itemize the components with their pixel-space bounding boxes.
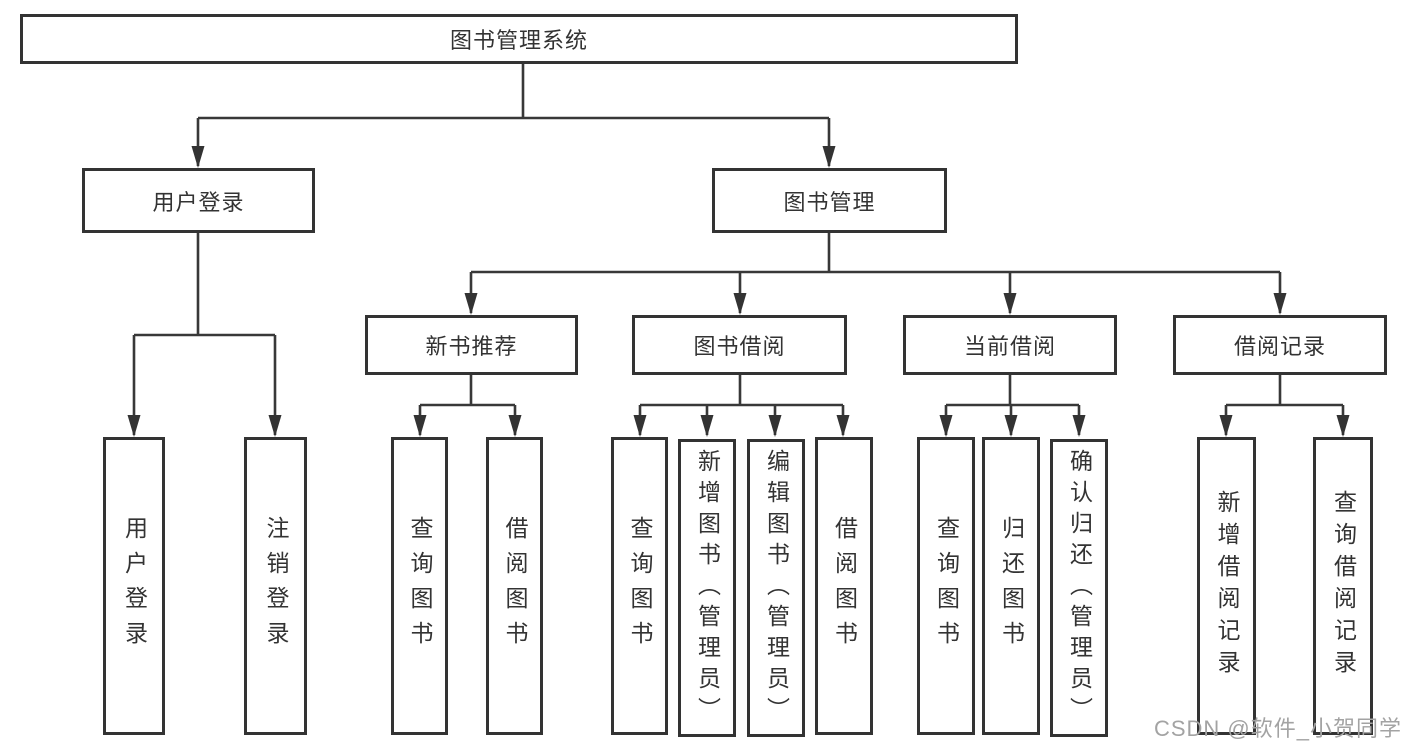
leaf-query-borrow-record: 查询借阅记录 bbox=[1313, 437, 1373, 735]
node-borrow-records-label: 借阅记录 bbox=[1233, 334, 1326, 359]
leaf-recommend-borrow-books-label: 借阅图书 bbox=[502, 516, 528, 656]
node-new-book-recommend-label: 新书推荐 bbox=[425, 334, 518, 359]
leaf-add-book-admin: 新增图书（管理员） bbox=[678, 439, 736, 737]
leaf-return-books: 归还图书 bbox=[982, 437, 1040, 735]
leaf-current-query-books-label: 查询图书 bbox=[933, 516, 960, 656]
leaf-current-query-books: 查询图书 bbox=[917, 437, 975, 735]
leaf-edit-book-admin-label: 编辑图书（管理员） bbox=[763, 448, 790, 728]
csdn-watermark: CSDN @软件_小贺同学 bbox=[1153, 716, 1402, 741]
leaf-borrowing-borrow-books: 借阅图书 bbox=[815, 437, 873, 735]
arrowheads bbox=[127, 146, 1350, 437]
node-book-management-label: 图书管理 bbox=[783, 189, 876, 215]
leaf-add-borrow-record-label: 新增借阅记录 bbox=[1214, 490, 1240, 682]
node-book-borrowing: 图书借阅 bbox=[632, 315, 847, 375]
leaf-add-borrow-record: 新增借阅记录 bbox=[1197, 437, 1256, 735]
leaf-return-books-label: 归还图书 bbox=[998, 516, 1025, 656]
node-book-management: 图书管理 bbox=[712, 168, 947, 233]
node-user-login: 用户登录 bbox=[82, 168, 315, 233]
leaf-query-borrow-record-label: 查询借阅记录 bbox=[1330, 490, 1357, 682]
leaf-borrowing-query-books: 查询图书 bbox=[611, 437, 668, 735]
node-borrow-records: 借阅记录 bbox=[1173, 315, 1387, 375]
leaf-user-login-label: 用户登录 bbox=[121, 516, 148, 656]
leaf-recommend-query-books: 查询图书 bbox=[391, 437, 448, 735]
node-root-label: 图书管理系统 bbox=[449, 28, 588, 53]
node-book-borrowing-label: 图书借阅 bbox=[693, 334, 786, 359]
leaf-borrowing-borrow-books-label: 借阅图书 bbox=[831, 516, 858, 656]
leaf-recommend-query-books-label: 查询图书 bbox=[407, 516, 433, 656]
node-user-login-label: 用户登录 bbox=[152, 189, 245, 215]
leaf-user-login: 用户登录 bbox=[103, 437, 165, 735]
leaf-confirm-return-admin: 确认归还（管理员） bbox=[1050, 439, 1108, 737]
node-current-borrowing: 当前借阅 bbox=[903, 315, 1117, 375]
leaf-logout: 注销登录 bbox=[244, 437, 307, 735]
leaf-confirm-return-admin-label: 确认归还（管理员） bbox=[1066, 448, 1093, 728]
node-root: 图书管理系统 bbox=[20, 14, 1018, 64]
node-new-book-recommend: 新书推荐 bbox=[365, 315, 578, 375]
leaf-logout-label: 注销登录 bbox=[263, 516, 289, 656]
leaf-borrowing-query-books-label: 查询图书 bbox=[627, 516, 653, 656]
leaf-add-book-admin-label: 新增图书（管理员） bbox=[694, 448, 721, 728]
leaf-edit-book-admin: 编辑图书（管理员） bbox=[747, 439, 805, 737]
leaf-recommend-borrow-books: 借阅图书 bbox=[486, 437, 543, 735]
node-current-borrowing-label: 当前借阅 bbox=[963, 334, 1056, 359]
